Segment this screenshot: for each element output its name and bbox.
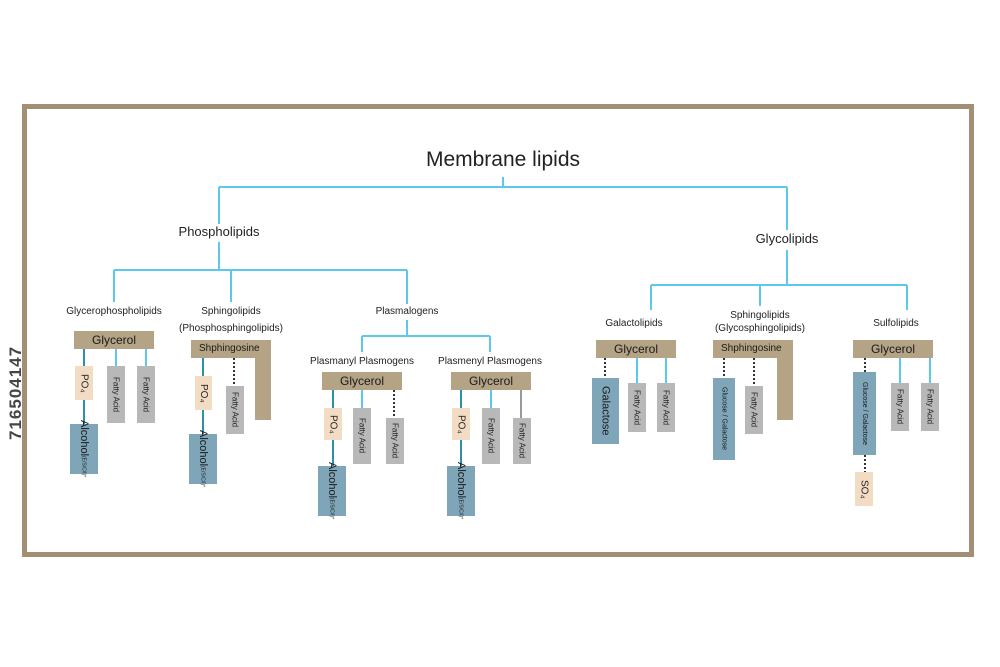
label-phosphosphingolipids: (Phosphosphingolipids): [179, 323, 283, 334]
fatty-acid-label: Fatty Acid: [230, 392, 240, 428]
alcohol-box: Alcohol(E/S/C/I)*: [70, 420, 98, 478]
label-galactolipids: Galactolipids: [605, 318, 663, 329]
category-phospholipids: Phospholipids: [178, 224, 260, 239]
label-sulfolipids: Sulfolipids: [873, 318, 919, 329]
po4-box: PO₄: [195, 376, 212, 410]
fatty-acid-label: Fatty Acid: [111, 376, 121, 413]
po4-box: PO₄: [324, 408, 342, 440]
fatty-acid-box: Fatty Acid: [226, 386, 244, 434]
diagram-frame: [22, 104, 974, 557]
fatty-acid-box: Fatty Acid: [745, 386, 763, 434]
fatty-acid-label: Fatty Acid: [357, 418, 367, 454]
fatty-acid-box: Fatty Acid: [386, 418, 404, 464]
label-plasmalogens: Plasmalogens: [375, 306, 439, 317]
fatty-acid-label: Fatty Acid: [895, 389, 905, 425]
label-sphingolipids-phospho: Sphingolipids: [201, 306, 261, 317]
glycerol-box: Glycerol: [322, 372, 402, 390]
alcohol-box: Alcohol(E/S/C/I)*: [318, 462, 346, 520]
sphingosine-box: Shphingosine: [191, 340, 271, 358]
fatty-acid-label: Fatty Acid: [661, 389, 671, 426]
fatty-acid-box: Fatty Acid: [353, 408, 371, 464]
fatty-acid-box: Fatty Acid: [891, 383, 909, 431]
glucose-galactose-label: Glucose / Galactose: [861, 381, 868, 446]
fatty-acid-box: Fatty Acid: [628, 383, 646, 432]
alcohol-subscript: (E/S/C/I)*: [199, 466, 206, 488]
fatty-acid-box: Fatty Acid: [107, 366, 125, 423]
so4-label: SO₄: [858, 479, 870, 499]
sphingosine-box: Shphingosine: [713, 340, 793, 358]
glycerol-box: Glycerol: [596, 340, 676, 358]
so4-box: SO₄: [855, 472, 873, 506]
alcohol-box: Alcohol(E/S/C/I)*: [447, 462, 475, 520]
fatty-acid-label: Fatty Acid: [925, 389, 935, 425]
category-glycolipids: Glycolipids: [755, 231, 819, 246]
alcohol-subscript: (E/S/C/I)*: [328, 498, 335, 520]
galactose-box: Galactose: [592, 378, 619, 444]
po4-box: PO₄: [75, 366, 93, 400]
alcohol-label: Alcohol: [455, 462, 467, 499]
diagram-title: Membrane lipids: [425, 148, 581, 171]
fatty-acid-label: Fatty Acid: [749, 392, 759, 428]
fatty-acid-label: Fatty Acid: [517, 423, 527, 459]
alcohol-label: Alcohol: [78, 420, 90, 457]
galactose-label: Galactose: [599, 386, 612, 436]
fatty-acid-label: Fatty Acid: [486, 418, 496, 454]
po4-label: PO₄: [327, 414, 339, 434]
label-glycerophospholipids: Glycerophospholipids: [66, 306, 162, 317]
glycerol-box: Glycerol: [74, 331, 154, 349]
label-plasmanyl-plasmogens: Plasmanyl Plasmogens: [310, 356, 414, 367]
alcohol-subscript: (E/S/C/I)*: [457, 498, 464, 520]
alcohol-label: Alcohol: [197, 430, 209, 467]
stock-id-watermark: 716504147: [6, 345, 25, 440]
fatty-acid-box: Fatty Acid: [482, 408, 500, 464]
po4-label: PO₄: [198, 383, 209, 403]
sphingosine-tail: [777, 358, 793, 420]
po4-label: PO₄: [78, 373, 90, 393]
po4-label: PO₄: [455, 414, 467, 434]
fatty-acid-box: Fatty Acid: [137, 366, 155, 423]
fatty-acid-label: Fatty Acid: [632, 389, 642, 426]
label-glycosphingolipids: (Glycosphingolipids): [714, 323, 806, 334]
glucose-galactose-box: Glucose / Galactose: [853, 372, 876, 455]
sphingosine-tail: [255, 358, 271, 420]
glucose-galactose-box: Glucose / Galactose: [713, 378, 735, 460]
alcohol-label: Alcohol: [326, 462, 338, 499]
fatty-acid-box: Fatty Acid: [513, 418, 531, 464]
glucose-galactose-label: Glucose / Galactose: [720, 387, 728, 451]
fatty-acid-label: Fatty Acid: [141, 376, 151, 413]
fatty-acid-box: Fatty Acid: [921, 383, 939, 431]
alcohol-box: Alcohol(E/S/C/I)*: [189, 430, 217, 488]
fatty-acid-box: Fatty Acid: [657, 383, 675, 432]
fatty-acid-label: Fatty Acid: [390, 423, 400, 459]
glycerol-box: Glycerol: [451, 372, 531, 390]
alcohol-subscript: (E/S/C/I)*: [80, 456, 87, 478]
po4-box: PO₄: [452, 408, 470, 440]
label-plasmenyl-plasmogens: Plasmenyl Plasmogens: [438, 356, 542, 367]
glycerol-box: Glycerol: [853, 340, 933, 358]
label-sphingolipids-glyco: Sphingolipids: [730, 310, 790, 321]
